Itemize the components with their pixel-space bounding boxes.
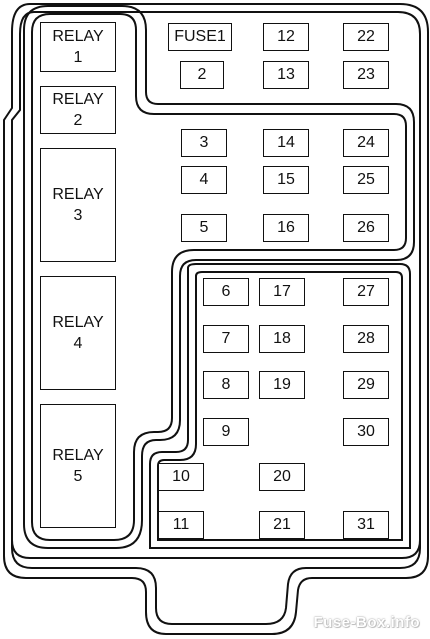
- relay-1-label: RELAY: [52, 28, 104, 45]
- relay-3-number: 3: [73, 207, 83, 224]
- fuse-17: 17: [259, 278, 305, 306]
- fuse-19: 19: [259, 371, 305, 399]
- fuse-15: 15: [263, 166, 309, 194]
- fuse-7: 7: [203, 325, 249, 353]
- fuse-16: 16: [263, 214, 309, 242]
- relay-channel: [23, 5, 415, 549]
- fuse-25: 25: [343, 166, 389, 194]
- fuse-1: FUSE1: [168, 23, 232, 51]
- relay-5: RELAY 5: [40, 404, 116, 528]
- relay-4: RELAY 4: [40, 276, 116, 390]
- relay-3-label: RELAY: [52, 186, 104, 203]
- fuse-8: 8: [203, 371, 249, 399]
- fuse-12: 12: [263, 23, 309, 51]
- relay-5-number: 5: [73, 468, 83, 485]
- fuse-20: 20: [259, 463, 305, 491]
- fuse-10: 10: [158, 463, 204, 491]
- relay-1: RELAY 1: [40, 22, 116, 72]
- fuse-area: [149, 263, 411, 549]
- fuse-24: 24: [343, 129, 389, 157]
- fuse-11: 11: [158, 511, 204, 539]
- fuse-3: 3: [181, 129, 227, 157]
- fuse-18: 18: [259, 325, 305, 353]
- relay-2-number: 2: [73, 112, 83, 129]
- relay-4-label: RELAY: [52, 314, 104, 331]
- fuse-21: 21: [259, 511, 305, 539]
- relay-1-number: 1: [73, 49, 83, 66]
- housing-outer: [3, 3, 429, 635]
- fuse-5: 5: [181, 214, 227, 242]
- fuse-6: 6: [203, 278, 249, 306]
- housing-inner: [11, 11, 421, 625]
- relay-channel-inner: [31, 13, 407, 541]
- watermark: Fuse-Box.info: [313, 614, 420, 631]
- relay-3: RELAY 3: [40, 148, 116, 262]
- relay-4-number: 4: [73, 335, 83, 352]
- fuse-23: 23: [343, 61, 389, 89]
- housing-ledge: [11, 539, 421, 559]
- fuse-28: 28: [343, 325, 389, 353]
- fuse-27: 27: [343, 278, 389, 306]
- fuse-13: 13: [263, 61, 309, 89]
- fuse-30: 30: [343, 418, 389, 446]
- fuse-2: 2: [180, 61, 224, 89]
- fuse-22: 22: [343, 23, 389, 51]
- fuse-9: 9: [203, 418, 249, 446]
- fuse-31: 31: [343, 511, 389, 539]
- fuse-26: 26: [343, 214, 389, 242]
- relay-5-label: RELAY: [52, 447, 104, 464]
- fuse-4: 4: [181, 166, 227, 194]
- fuse-29: 29: [343, 371, 389, 399]
- relay-2-label: RELAY: [52, 91, 104, 108]
- relay-2: RELAY 2: [40, 86, 116, 134]
- fuse-14: 14: [263, 129, 309, 157]
- fuse-area-inner: [157, 271, 403, 541]
